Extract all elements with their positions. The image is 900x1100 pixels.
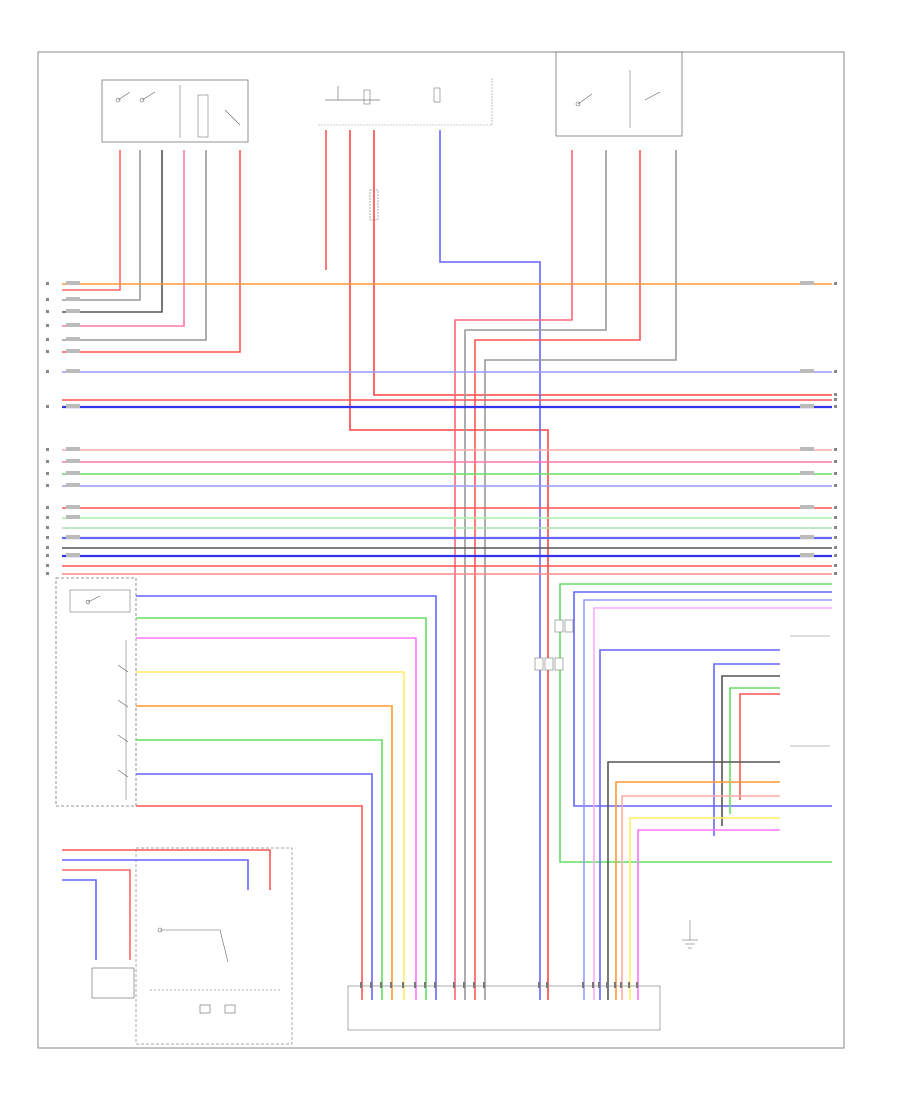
fuse-top-left [325,86,380,105]
bus-pin-markers-left [46,282,49,575]
seat-belt-internal [150,927,280,1014]
rear-seat-wires [62,150,241,353]
diagram-border [37,51,845,1049]
rear-seat-unit [101,79,249,143]
right-connector-top-wires [599,649,780,1000]
right-seat-connector-top [790,635,830,747]
bus-pin-markers-right [834,282,837,575]
seat-belt-switch [135,847,293,1045]
fuse-top-mid [433,87,441,103]
lumbar-motor [91,967,135,999]
front-seat-top-wires [454,150,677,1000]
wire-tags [66,281,814,557]
main-ecu [347,982,661,1031]
horizontal-bus [62,283,832,575]
right-bus-drops [559,583,832,1000]
switch-panel-left [55,577,137,807]
right-connector-bottom-wires [607,761,780,1000]
inline-fuse [369,189,379,221]
ground-note [682,920,698,949]
engine-room-fuse-block [318,78,493,126]
seat-belt-wires [62,849,271,960]
ecu-drop-blocks [534,619,574,671]
fuse-wires [325,130,832,1000]
switch-panel-wires [136,595,437,1000]
front-seat-unit-top [555,51,683,137]
